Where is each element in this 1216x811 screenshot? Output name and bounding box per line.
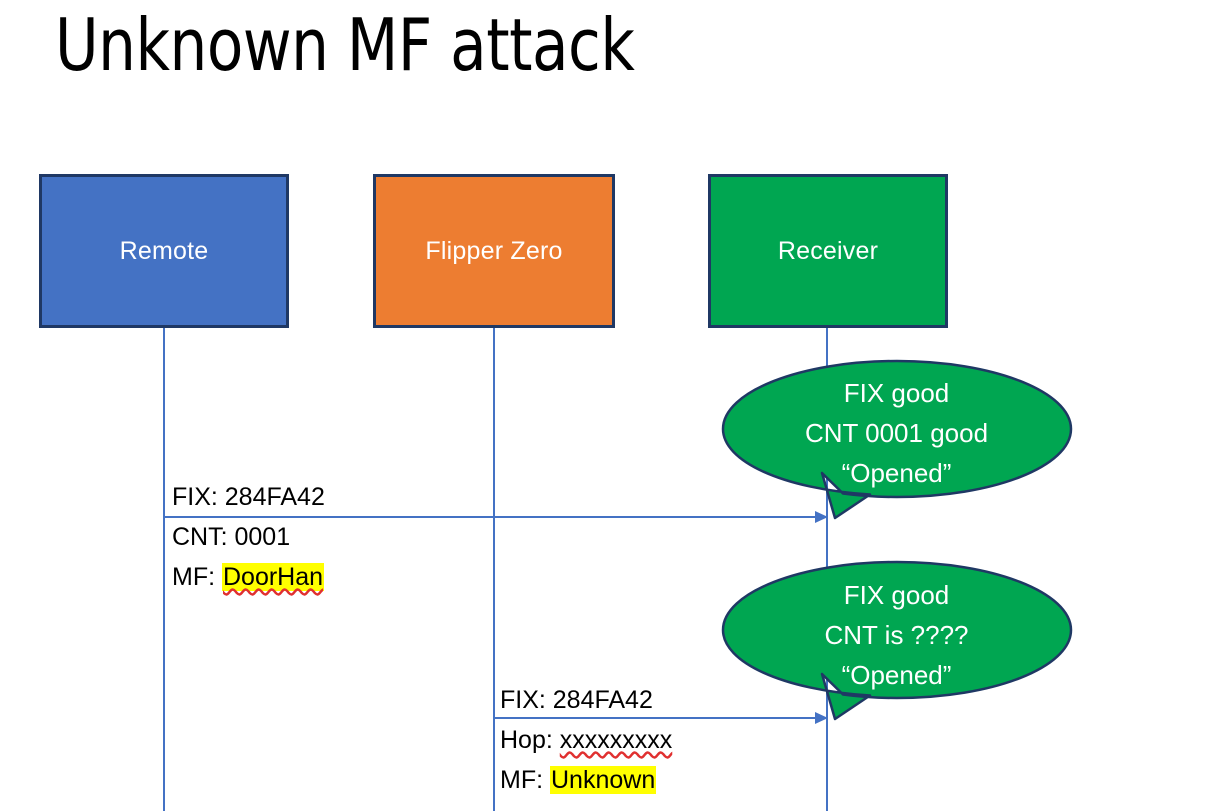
message-arrow-remote-to-receiver — [164, 511, 828, 523]
callout-bubble-receiver-response-1[interactable]: FIX good CNT 0001 good “Opened” — [721, 359, 1073, 521]
actor-box-receiver[interactable]: Receiver — [708, 174, 948, 328]
message-2-hop-prefix: Hop: — [500, 726, 560, 754]
message-2-mf-line: MF: Unknown — [500, 760, 672, 800]
callout-bubble-receiver-response-2[interactable]: FIX good CNT is ???? “Opened” — [721, 560, 1073, 724]
message-1-cnt-line: CNT: 0001 — [172, 517, 324, 557]
message-2-mf-prefix: MF: — [500, 766, 550, 794]
page-title: Unknown MF attack — [55, 3, 635, 87]
message-2-detail-labels: Hop: xxxxxxxxx MF: Unknown — [500, 720, 672, 800]
message-2-hop-value: xxxxxxxxx — [559, 726, 673, 754]
message-1-cnt-prefix: CNT: — [172, 523, 235, 551]
message-1-fix-text: FIX: 284FA42 — [172, 483, 325, 511]
message-2-fix-label: FIX: 284FA42 — [500, 680, 653, 720]
callout-shape-1 — [721, 359, 1073, 520]
message-1-detail-labels: CNT: 0001 MF: DoorHan — [172, 517, 325, 597]
actor-label-flipper-zero: Flipper Zero — [425, 236, 563, 265]
message-2-mf-value: Unknown — [550, 766, 657, 794]
message-2-hop-line: Hop: xxxxxxxxx — [500, 720, 672, 760]
message-1-fix-label: FIX: 284FA42 — [172, 477, 325, 517]
lifeline-flipper-zero — [493, 328, 495, 811]
actor-label-receiver: Receiver — [777, 236, 879, 265]
message-1-cnt-value: 0001 — [234, 523, 291, 551]
message-1-mf-line: MF: DoorHan — [172, 557, 325, 597]
message-1-mf-value: DoorHan — [222, 563, 325, 591]
actor-box-flipper-zero[interactable]: Flipper Zero — [373, 174, 615, 328]
actor-label-remote: Remote — [119, 236, 209, 265]
lifeline-remote — [163, 328, 165, 811]
message-arrow-flipper-to-receiver — [494, 712, 828, 724]
message-2-fix-text: FIX: 284FA42 — [500, 686, 653, 714]
actor-box-remote[interactable]: Remote — [39, 174, 289, 328]
callout-shape-2 — [721, 560, 1073, 721]
message-1-mf-prefix: MF: — [172, 563, 222, 591]
